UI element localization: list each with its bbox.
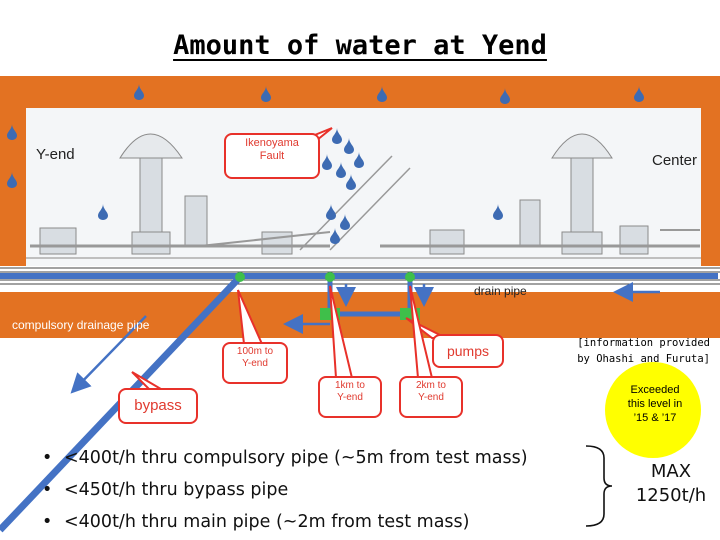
flow-rate-text: <400t/h thru compulsory pipe (~5m from t… — [64, 448, 528, 468]
flow-rate-list: • <400t/h thru compulsory pipe (~5m from … — [42, 443, 528, 539]
source-note-line1: [information provided — [577, 337, 710, 349]
junction-100m — [235, 272, 245, 282]
yend-equipment — [30, 133, 331, 255]
callout-100m-line1: 100m to — [236, 346, 274, 357]
callout-2km: 2km to Y-end — [399, 376, 463, 418]
fault-callout-line1: Ikenoyama — [245, 137, 299, 149]
fault-line-2 — [329, 167, 411, 251]
callout-1km-line2: Y-end — [337, 391, 363, 403]
exceeded-note: Exceeded this level in ’15 & ’17 — [612, 384, 698, 425]
yend-label: Y-end — [36, 146, 75, 163]
tunnel-wall-top — [0, 76, 720, 108]
callout-100m-line2: Y-end — [242, 357, 268, 369]
exceeded-note-line1: Exceeded — [630, 384, 680, 396]
source-note-line2: by Ohashi and Furuta] — [577, 352, 710, 365]
compulsory-pipe-label: compulsory drainage pipe — [12, 318, 150, 332]
fault-line — [299, 155, 393, 251]
exceeded-note-line2: this level in — [627, 397, 683, 410]
source-note: [information provided by Ohashi and Furu… — [577, 336, 710, 368]
flow-arrows — [70, 282, 660, 394]
drain-pipe-label: drain pipe — [474, 284, 527, 298]
callout-2km-line2: Y-end — [418, 391, 444, 403]
callout-2km-line1: 2km to — [415, 380, 446, 391]
flow-rate-text: <450t/h thru bypass pipe — [64, 480, 289, 500]
fault-callout: Ikenoyama Fault — [224, 133, 320, 179]
bullet-icon: • — [42, 480, 53, 500]
callout-1km-line1: 1km to — [334, 380, 365, 391]
junction-2km — [405, 272, 415, 282]
bracket — [585, 445, 613, 527]
max-flow-line1: MAX — [650, 461, 692, 482]
exceeded-highlight — [605, 362, 701, 458]
flow-rate-text: <400t/h thru main pipe (~2m from test ma… — [64, 512, 470, 532]
fault-callout-line2: Fault — [259, 149, 285, 162]
max-flow: MAX 1250t/h — [630, 460, 712, 509]
callout-1km: 1km to Y-end — [318, 376, 382, 418]
center-equipment — [380, 133, 700, 255]
center-label: Center — [652, 152, 698, 169]
page-title: Amount of water at Yend — [173, 30, 547, 61]
bypass-callout: bypass — [118, 388, 198, 424]
list-item: • <400t/h thru main pipe (~2m from test m… — [42, 507, 528, 539]
list-item: • <450t/h thru bypass pipe — [42, 475, 528, 507]
max-flow-line2: 1250t/h — [635, 485, 707, 507]
junction-1km — [325, 272, 335, 282]
pumps-callout: pumps — [432, 334, 504, 368]
callout-100m: 100m to Y-end — [222, 342, 288, 384]
bullet-icon: • — [42, 448, 53, 468]
list-item: • <400t/h thru compulsory pipe (~5m from … — [42, 443, 528, 475]
bullet-icon: • — [42, 512, 53, 532]
exceeded-note-line3: ’15 & ’17 — [633, 411, 677, 424]
